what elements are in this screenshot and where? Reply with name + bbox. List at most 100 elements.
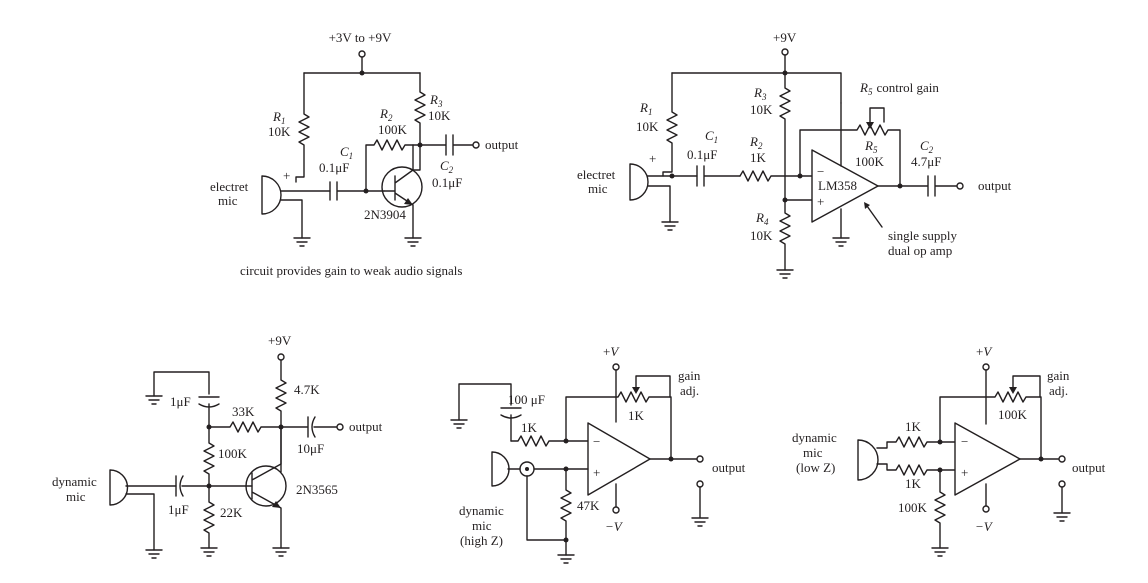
c1-mic-label-2: mic — [218, 193, 238, 208]
c2-mic-label-1: electret — [577, 167, 616, 182]
circuit-2-opamp-preamp: +9V R1 10K + electret mic C1 0.1μF R2 1K… — [577, 30, 1012, 279]
c3-output-label: output — [349, 419, 383, 434]
circuit-3-dynamic-transistor-preamp: +9V 4.7K 1μF 33K output 10μF 100K 22K dy… — [52, 333, 383, 559]
c3-top-cap-wire — [153, 371, 210, 397]
c3-transistor-label: 2N3565 — [296, 482, 338, 497]
c1-transistor-label: 2N3904 — [364, 207, 406, 222]
c4-r-47k-resistor — [560, 468, 572, 556]
c2-output-terminal — [956, 182, 964, 190]
c3-mic-label-1: dynamic — [52, 474, 97, 489]
c2-supply-rail — [671, 54, 842, 104]
c2-c2-name: C2 — [920, 138, 934, 155]
c4-r-in-value: 1K — [521, 420, 538, 435]
c2-note-pointer — [866, 205, 883, 228]
c4-connector-center — [525, 467, 529, 471]
c2-r1-name: R1 — [639, 100, 652, 117]
c1-transistor-leads — [383, 144, 421, 239]
c5-mic-label-1: dynamic — [792, 430, 837, 445]
c2-c1-capacitor — [696, 165, 741, 187]
c2-output-label: output — [978, 178, 1012, 193]
c5-r-100k-resistor — [934, 469, 946, 549]
c2-mic-label-2: mic — [588, 181, 608, 196]
c1-c1-name: C1 — [340, 144, 353, 161]
c5-r-bot-1k-resistor — [876, 463, 956, 476]
c5-supply-pos: +V — [976, 344, 993, 359]
c3-c-top-value: 1μF — [170, 394, 191, 409]
c5-output-terminal — [1058, 455, 1066, 463]
c5-ground-symbol — [931, 547, 949, 557]
c4-junction — [563, 537, 569, 543]
c2-c1-name: C1 — [705, 128, 718, 145]
c5-r-top-1k-resistor — [876, 436, 956, 449]
c5-opamp-plus: + — [961, 465, 968, 480]
c1-c1-capacitor — [329, 181, 385, 201]
c1-ground-symbol — [293, 237, 311, 247]
c5-opamp — [954, 422, 1021, 496]
c1-mic-wires — [280, 190, 331, 239]
c2-note-line-2: dual op amp — [888, 243, 952, 258]
c4-opamp-plus: + — [593, 465, 600, 480]
c1-r1-resistor — [295, 72, 310, 183]
c2-r4-resistor — [779, 199, 791, 271]
c5-mic-label-3: (low Z) — [796, 460, 835, 475]
c3-r-100k-resistor — [203, 426, 215, 487]
c1-electret-mic — [261, 175, 282, 215]
c1-caption: circuit provides gain to weak audio sign… — [240, 263, 462, 278]
c5-supply-terminal — [982, 363, 990, 371]
c5-supply-neg: −V — [975, 519, 994, 534]
c4-r-1k-resistor — [510, 435, 589, 447]
c4-cap-value: 100 μF — [508, 392, 545, 407]
c1-output-terminal — [472, 141, 480, 149]
c5-gain-pot — [939, 391, 1042, 460]
c5-gain-label-1: gain — [1047, 368, 1070, 383]
c3-ground-symbol — [272, 547, 290, 557]
c2-opamp-label: LM358 — [818, 178, 857, 193]
c1-r3-value: 10K — [428, 108, 451, 123]
c4-output-label: output — [712, 460, 746, 475]
c1-r2-name: R2 — [379, 106, 393, 123]
c2-opamp-plus: + — [817, 194, 824, 209]
c3-c-out-value: 10μF — [297, 441, 324, 456]
c2-mic-plus: + — [649, 151, 656, 166]
c1-r2-value: 100K — [378, 122, 408, 137]
c1-c2-capacitor — [419, 134, 474, 156]
c4-dynamic-mic — [491, 451, 510, 487]
c4-supply-pos: +V — [603, 344, 620, 359]
c4-mic-wires — [507, 468, 589, 541]
c5-r-bot-value: 1K — [905, 476, 922, 491]
c5-pot-wiper — [1012, 375, 1041, 398]
c1-supply-label: +3V to +9V — [329, 30, 392, 45]
c1-r3-resistor — [414, 72, 426, 146]
c3-r-22k-value: 22K — [220, 505, 243, 520]
c2-c1-value: 0.1μF — [687, 147, 717, 162]
c3-supply-label: +9V — [268, 333, 292, 348]
c4-opamp-minus: − — [593, 434, 600, 449]
circuit-4-high-z-opamp: +V +V 100 μF 1K 1K gain adj. − + −V outp… — [450, 344, 746, 564]
c2-c2-value: 4.7μF — [911, 154, 941, 169]
c3-mic-wires — [125, 485, 177, 551]
c4-ground-terminal — [696, 480, 704, 488]
c2-r3-name: R3 — [753, 85, 767, 102]
c2-note-line-1: single supply — [888, 228, 957, 243]
c3-emitter-arrow — [272, 501, 281, 508]
c3-r-33k-resistor — [208, 421, 282, 433]
c3-supply-terminal — [277, 353, 285, 361]
c4-ground-symbol — [450, 419, 468, 429]
c1-2n3904-transistor — [381, 166, 423, 208]
c4-pot-wiper — [635, 375, 671, 398]
circuit-5-low-z-opamp: +V +V dynamic mic (low Z) 1K 1K 100K 100… — [792, 344, 1106, 557]
c4-ground-symbol — [691, 486, 709, 527]
c1-ground-symbol — [404, 237, 422, 247]
c2-supply-label: +9V — [773, 30, 797, 45]
c5-pot-value: 100K — [998, 407, 1028, 422]
c5-opamp-minus: − — [961, 434, 968, 449]
c3-r-22k-resistor — [203, 485, 215, 549]
c4-supply-neg: −V — [605, 519, 624, 534]
c3-2n3565-transistor — [245, 465, 287, 507]
c4-output-terminal — [696, 455, 704, 463]
c4-wiper-arrow — [632, 387, 640, 394]
c3-mic-label-2: mic — [66, 489, 86, 504]
c3-ground-symbol — [200, 547, 218, 557]
c3-transistor-leads — [251, 426, 282, 549]
